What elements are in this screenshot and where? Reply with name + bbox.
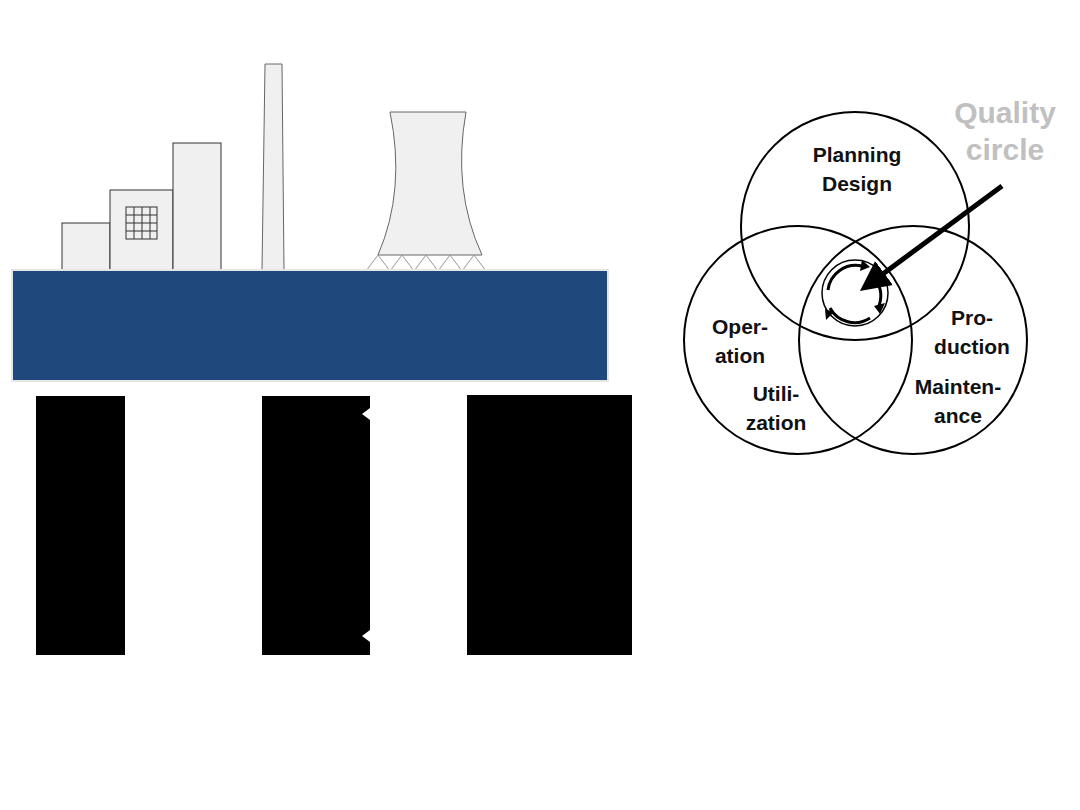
power-plant [12,64,608,381]
circle-text: Pro- duction [934,303,1010,362]
venn-circle: Planning Design [740,111,970,341]
pillars [36,395,632,655]
leader-arrow [872,186,1002,282]
circle-text: Utili- zation [746,379,807,438]
circle-text: Mainten- ance [915,372,1001,431]
circle-text: Planning Design [813,140,902,199]
venn-circle: Pro- ductionMainten- ance [798,225,1028,455]
circle-text: Oper- ation [712,312,768,371]
quality-circle-symbol [822,260,888,326]
callout-label: Quality circle [954,94,1056,169]
